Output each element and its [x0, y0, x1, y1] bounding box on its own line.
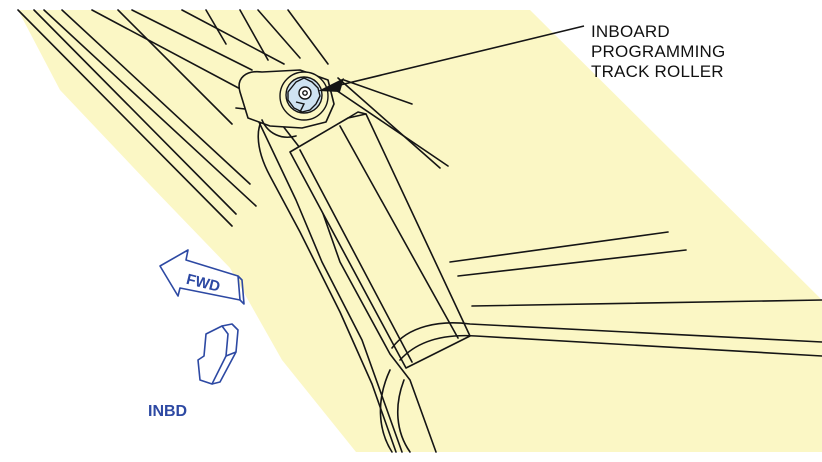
callout-line-3: TRACK ROLLER	[591, 62, 724, 81]
panel-edge-line	[33, 9, 237, 215]
panel-line	[181, 9, 285, 65]
inbd-arrow-depth	[221, 323, 239, 357]
carriage-arm-edge	[257, 119, 403, 453]
panel-line	[287, 9, 329, 65]
panel-edge-line	[43, 9, 257, 207]
callout: INBOARD PROGRAMMING TRACK ROLLER	[318, 22, 725, 92]
panel-line	[239, 9, 269, 61]
housing-edge	[347, 111, 367, 119]
leader-line	[335, 25, 585, 87]
fwd-arrow-shape	[159, 249, 241, 301]
panel-line	[91, 9, 247, 93]
spar-line	[337, 77, 441, 169]
fairing-curve	[391, 322, 822, 349]
fwd-arrow-depth	[237, 275, 245, 305]
housing-block	[289, 113, 471, 369]
inbd-arrow-icon	[197, 323, 239, 385]
roller-pin-center	[302, 90, 308, 96]
panel-line	[131, 9, 253, 71]
fairing-curve	[399, 334, 822, 361]
rib-line	[457, 249, 687, 277]
flap-structure	[17, 9, 822, 453]
spar-line	[329, 85, 449, 167]
leader-arrowhead	[318, 78, 344, 92]
inbd-arrow-depth	[211, 351, 237, 385]
panel-line	[205, 9, 227, 45]
spar-line	[343, 79, 413, 105]
cotter-pin	[295, 101, 306, 113]
track-roller	[279, 71, 329, 121]
roller-bracket-lug	[261, 119, 297, 138]
fairing-curve	[379, 369, 393, 453]
callout-line-2: PROGRAMMING	[591, 42, 725, 61]
callout-line-1: INBOARD	[591, 22, 670, 41]
housing-edge	[339, 125, 459, 339]
inbd-label: INBD	[148, 403, 187, 420]
panel-line	[117, 9, 233, 125]
panel-line	[257, 9, 301, 59]
rib-line	[449, 231, 669, 263]
panel-edge-line	[17, 9, 233, 227]
panel-edge-line	[61, 9, 251, 185]
rib-line	[471, 299, 822, 307]
fairing-curve	[396, 379, 411, 453]
housing-edge	[299, 149, 413, 363]
